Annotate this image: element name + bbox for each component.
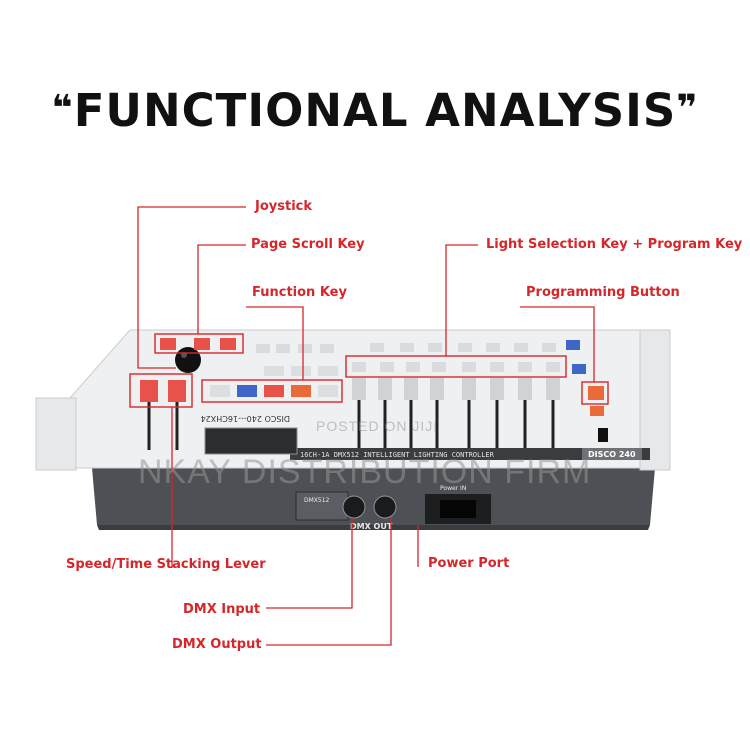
upper-key[interactable] bbox=[256, 344, 270, 353]
function-key-8[interactable] bbox=[318, 366, 338, 376]
function-key-6[interactable] bbox=[264, 366, 284, 376]
dmx-output-leader bbox=[266, 518, 392, 646]
channel-fader[interactable] bbox=[546, 378, 560, 448]
power-socket bbox=[440, 500, 476, 518]
dmx-input-port[interactable] bbox=[342, 495, 366, 519]
upper-key[interactable] bbox=[542, 343, 556, 352]
model-badge-text: DISCO 240 bbox=[588, 450, 636, 459]
watermark-posted: POSTED ON JIJI bbox=[316, 418, 439, 434]
upper-key[interactable] bbox=[370, 343, 384, 352]
light-selection-key[interactable] bbox=[546, 362, 560, 372]
callout-light-selection-key: Light Selection Key + Program Key bbox=[486, 237, 743, 252]
page-scroll-highlight bbox=[154, 333, 244, 354]
light-selection-key[interactable] bbox=[432, 362, 446, 372]
function-key-4[interactable] bbox=[291, 385, 311, 397]
dmx-out-label: DMX OUT bbox=[350, 522, 393, 531]
dmx-info-plate bbox=[295, 491, 349, 521]
upper-key-row bbox=[256, 343, 556, 353]
upper-key[interactable] bbox=[458, 343, 472, 352]
channel-fader[interactable] bbox=[378, 378, 392, 448]
function-key-leader bbox=[246, 306, 304, 380]
page-title: ❝FUNCTIONAL ANALYSIS❞ bbox=[0, 84, 750, 137]
upper-key[interactable] bbox=[428, 343, 442, 352]
function-key-7[interactable] bbox=[291, 366, 311, 376]
light-selection-key[interactable] bbox=[490, 362, 504, 372]
channel-fader[interactable] bbox=[462, 378, 476, 448]
upper-key[interactable] bbox=[276, 344, 290, 353]
page-scroll-key-2[interactable] bbox=[194, 338, 210, 350]
panel-title-strip bbox=[290, 448, 650, 460]
light-selection-keys bbox=[352, 362, 560, 372]
watermark-firm: NKAY DISTRIBUTION FIRM bbox=[138, 453, 592, 491]
power-switch[interactable] bbox=[598, 428, 608, 442]
page-scroll-key-3[interactable] bbox=[220, 338, 236, 350]
callout-function-key: Function Key bbox=[252, 285, 347, 300]
callout-programming-button: Programming Button bbox=[526, 285, 680, 300]
light-selection-key[interactable] bbox=[462, 362, 476, 372]
programming-button-leader bbox=[520, 306, 595, 382]
callout-joystick: Joystick bbox=[255, 199, 313, 214]
function-key-highlight bbox=[201, 379, 343, 403]
controller-front-body bbox=[92, 468, 655, 525]
channel-fader[interactable] bbox=[490, 378, 504, 448]
upper-key[interactable] bbox=[400, 343, 414, 352]
title-close-quote-icon: ❞ bbox=[676, 88, 699, 129]
callout-speed-time-lever: Speed/Time Stacking Lever bbox=[66, 557, 266, 572]
light-selection-key[interactable] bbox=[352, 362, 366, 372]
light-selection-leader bbox=[445, 244, 478, 356]
display-label: DISCO 240---16CHX24 bbox=[201, 414, 290, 423]
programming-button-2[interactable] bbox=[590, 406, 604, 416]
light-selection-highlight bbox=[345, 355, 567, 378]
channel-faders bbox=[352, 378, 560, 448]
time-fader[interactable] bbox=[168, 380, 186, 402]
callout-dmx-input: DMX Input bbox=[183, 602, 261, 617]
dmx-input-leader bbox=[266, 518, 353, 609]
function-key-2[interactable] bbox=[237, 385, 257, 397]
channel-fader[interactable] bbox=[404, 378, 418, 448]
rack-ear-right bbox=[639, 329, 671, 471]
controller-front-base bbox=[97, 525, 650, 530]
channel-fader[interactable] bbox=[518, 378, 532, 448]
dmx-panel-label: DMX512 bbox=[304, 497, 330, 504]
lcd-display bbox=[204, 427, 298, 455]
upper-key[interactable] bbox=[486, 343, 500, 352]
page-scroll-key-1[interactable] bbox=[160, 338, 176, 350]
power-label: Power IN bbox=[440, 485, 466, 492]
rack-ear-left bbox=[35, 397, 77, 471]
joystick-leader bbox=[137, 206, 246, 369]
page-scroll-leader bbox=[197, 244, 246, 334]
title-text: FUNCTIONAL ANALYSIS bbox=[73, 84, 677, 137]
upper-key[interactable] bbox=[514, 343, 528, 352]
programming-button[interactable] bbox=[588, 386, 604, 400]
panel-title-text: 16CH-1A DMX512 INTELLIGENT LIGHTING CONT… bbox=[300, 451, 495, 459]
blue-key-mid[interactable] bbox=[572, 364, 586, 374]
light-selection-key[interactable] bbox=[518, 362, 532, 372]
light-selection-key[interactable] bbox=[406, 362, 420, 372]
title-open-quote-icon: ❝ bbox=[51, 88, 74, 129]
callout-page-scroll-key: Page Scroll Key bbox=[251, 237, 365, 252]
function-key-5[interactable] bbox=[318, 385, 338, 397]
blue-key-top[interactable] bbox=[566, 340, 580, 350]
upper-key[interactable] bbox=[320, 344, 334, 353]
joystick-knob[interactable] bbox=[175, 347, 201, 373]
callout-power-port: Power Port bbox=[428, 556, 510, 571]
speed-lever-highlight bbox=[129, 373, 193, 408]
dmx-output-port[interactable] bbox=[373, 495, 397, 519]
function-key-1[interactable] bbox=[210, 385, 230, 397]
channel-fader[interactable] bbox=[430, 378, 444, 448]
callout-dmx-output: DMX Output bbox=[172, 637, 262, 652]
leader-lines bbox=[137, 206, 595, 646]
speed-fader[interactable] bbox=[140, 380, 158, 402]
model-badge bbox=[582, 448, 642, 460]
function-key-3[interactable] bbox=[264, 385, 284, 397]
upper-key[interactable] bbox=[298, 344, 312, 353]
channel-fader[interactable] bbox=[352, 378, 366, 448]
controller-top-panel bbox=[41, 329, 659, 469]
light-selection-key[interactable] bbox=[380, 362, 394, 372]
programming-button-highlight bbox=[581, 381, 609, 405]
